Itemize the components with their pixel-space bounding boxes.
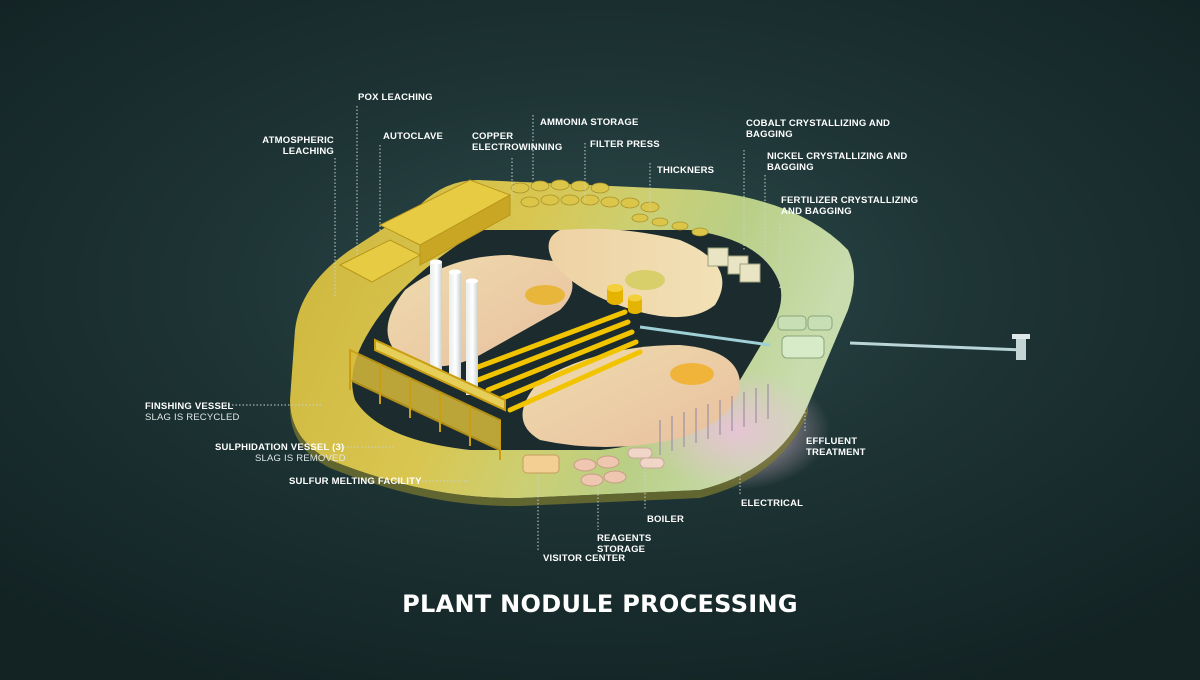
label-reagents-storage: REAGENTS STORAGE [597,533,651,555]
label-nickel-line1: NICKEL CRYSTALLIZING AND [767,151,908,162]
boiler-units [627,447,665,469]
label-finishing-vessel: FINSHING VESSEL SLAG IS RECYCLED [145,401,240,423]
label-reagents-line1: REAGENTS [597,533,652,544]
effluent-tanks [777,315,833,359]
label-sulphidation-title: SULPHIDATION VESSEL (3) [215,442,345,453]
pipe-tanks [607,284,642,314]
label-atmospheric-line1: ATMOSPHERIC [262,135,334,146]
label-effluent-treatment: EFFLUENT TREATMENT [806,436,866,458]
leader-lines [225,106,806,550]
thickener-pond-top [625,270,665,290]
label-effluent-line2: TREATMENT [806,447,866,458]
label-cobalt-line2: BAGGING [746,129,793,140]
visitor-center-building [522,454,560,474]
label-atmospheric-leaching: ATMOSPHERIC LEACHING [262,135,334,157]
label-fertilizer-line2: AND BAGGING [781,206,852,217]
crystallizing-units [707,247,761,283]
label-electrical: ELECTRICAL [741,498,804,509]
electrical-frames [659,384,769,455]
ammonia-tanks [510,179,709,237]
label-copper-line1: COPPER [472,131,514,142]
label-copper-electrowinning: COPPER ELECTROWINNING [472,131,562,153]
diagram-title: PLANT NODULE PROCESSING [402,590,798,618]
label-effluent-line1: EFFLUENT [806,436,858,447]
label-finishing-title: FINSHING VESSEL [145,401,234,412]
label-atmospheric-line2: LEACHING [282,146,334,157]
label-fertilizer-crystallizing: FERTILIZER CRYSTALLIZING AND BAGGING [781,195,918,217]
label-nickel-crystallizing: NICKEL CRYSTALLIZING AND BAGGING [767,151,907,173]
label-sulphidation-vessel: SULPHIDATION VESSEL (3) SLAG IS REMOVED [215,442,346,464]
label-reagents-line2: STORAGE [597,544,646,555]
label-thickners: THICKNERS [657,165,715,176]
label-sulphidation-sub: SLAG IS REMOVED [255,453,346,464]
label-cobalt-crystallizing: COBALT CRYSTALLIZING AND BAGGING [746,118,890,140]
thickener-pond-left [525,285,565,305]
label-nickel-line2: BAGGING [767,162,814,173]
label-cobalt-line1: COBALT CRYSTALLIZING AND [746,118,891,129]
conveyor [639,325,1030,360]
label-copper-line2: ELECTROWINNING [472,142,563,153]
thickener-pond-bottom [670,363,714,385]
label-sulfur-melting: SULFUR MELTING FACILITY [289,476,422,487]
smoke-stacks [430,259,478,395]
label-autoclave: AUTOCLAVE [383,131,444,142]
pipe-array [467,309,643,413]
furnace-building [349,338,506,460]
label-boiler: BOILER [647,514,685,525]
label-finishing-sub: SLAG IS RECYCLED [145,412,240,423]
label-ammonia-storage: AMMONIA STORAGE [540,117,639,128]
label-pox-leaching: POX LEACHING [358,92,433,103]
label-filter-press: FILTER PRESS [590,139,660,150]
reagent-tanks [573,455,627,487]
label-visitor-center: VISITOR CENTER [543,553,626,564]
leaching-building [338,179,512,283]
label-fertilizer-line1: FERTILIZER CRYSTALLIZING [781,195,919,206]
